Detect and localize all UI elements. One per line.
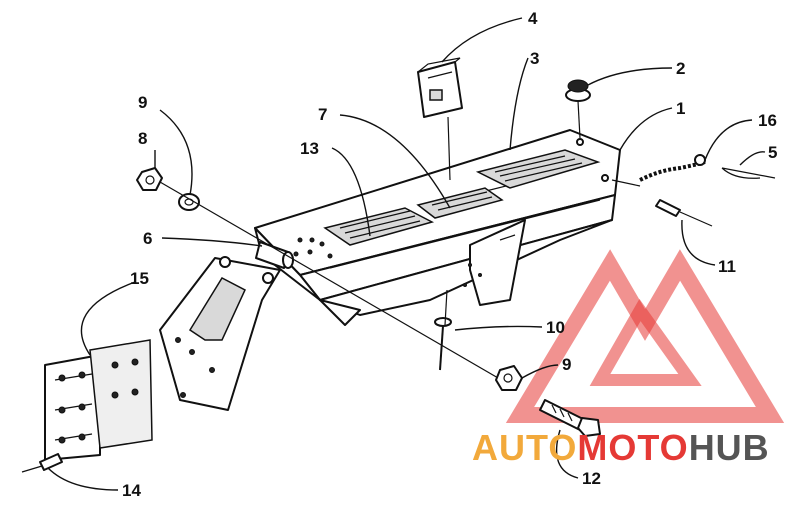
bolt-12 [539,399,601,437]
watermark-hub: HUB [689,427,770,468]
callout-1: 1 [676,99,685,118]
callout-12: 12 [582,469,601,488]
callout-14: 14 [122,481,141,500]
leader-lines [47,17,766,491]
watermark-logo-icon [505,249,785,423]
watermark-text: AUTOMOTOHUB [472,427,770,468]
hinge-bracket [159,256,281,411]
nut-9b [495,365,523,391]
callout-11: 11 [718,257,736,276]
callout-16: 16 [758,111,777,130]
rivet-11 [655,199,713,227]
pin-10 [434,289,452,371]
callout-2: 2 [676,59,685,78]
callout-13: 13 [300,139,319,158]
decal-3 [475,149,601,189]
callout-6: 6 [143,229,152,248]
callout-10: 10 [546,318,565,337]
pin-5 [721,167,776,179]
spring-16 [611,154,706,187]
callout-7: 7 [318,105,327,124]
callout-15: 15 [130,269,149,288]
callout-9a: 9 [138,93,147,112]
callout-8: 8 [138,129,147,148]
decal-13 [323,207,435,246]
callout-3: 3 [530,49,539,68]
watermark-auto: AUTO [472,427,577,468]
packet-4 [417,57,463,181]
washer-9a [178,193,200,211]
decal-7 [416,187,504,219]
cap-2 [565,79,591,139]
callout-4: 4 [528,9,538,28]
rivet-14 [21,453,63,473]
nut-8 [136,167,163,191]
callout-9b: 9 [562,355,571,374]
callout-5: 5 [768,143,777,162]
plate-15 [44,339,153,461]
callout-labels: 4 3 2 1 16 5 11 10 9 12 7 13 6 8 9 15 14 [122,9,777,500]
svg-text:AUTOMOTOHUB: AUTOMOTOHUB [472,427,770,468]
watermark-moto: MOTO [577,427,688,468]
tube-6 [255,241,294,269]
